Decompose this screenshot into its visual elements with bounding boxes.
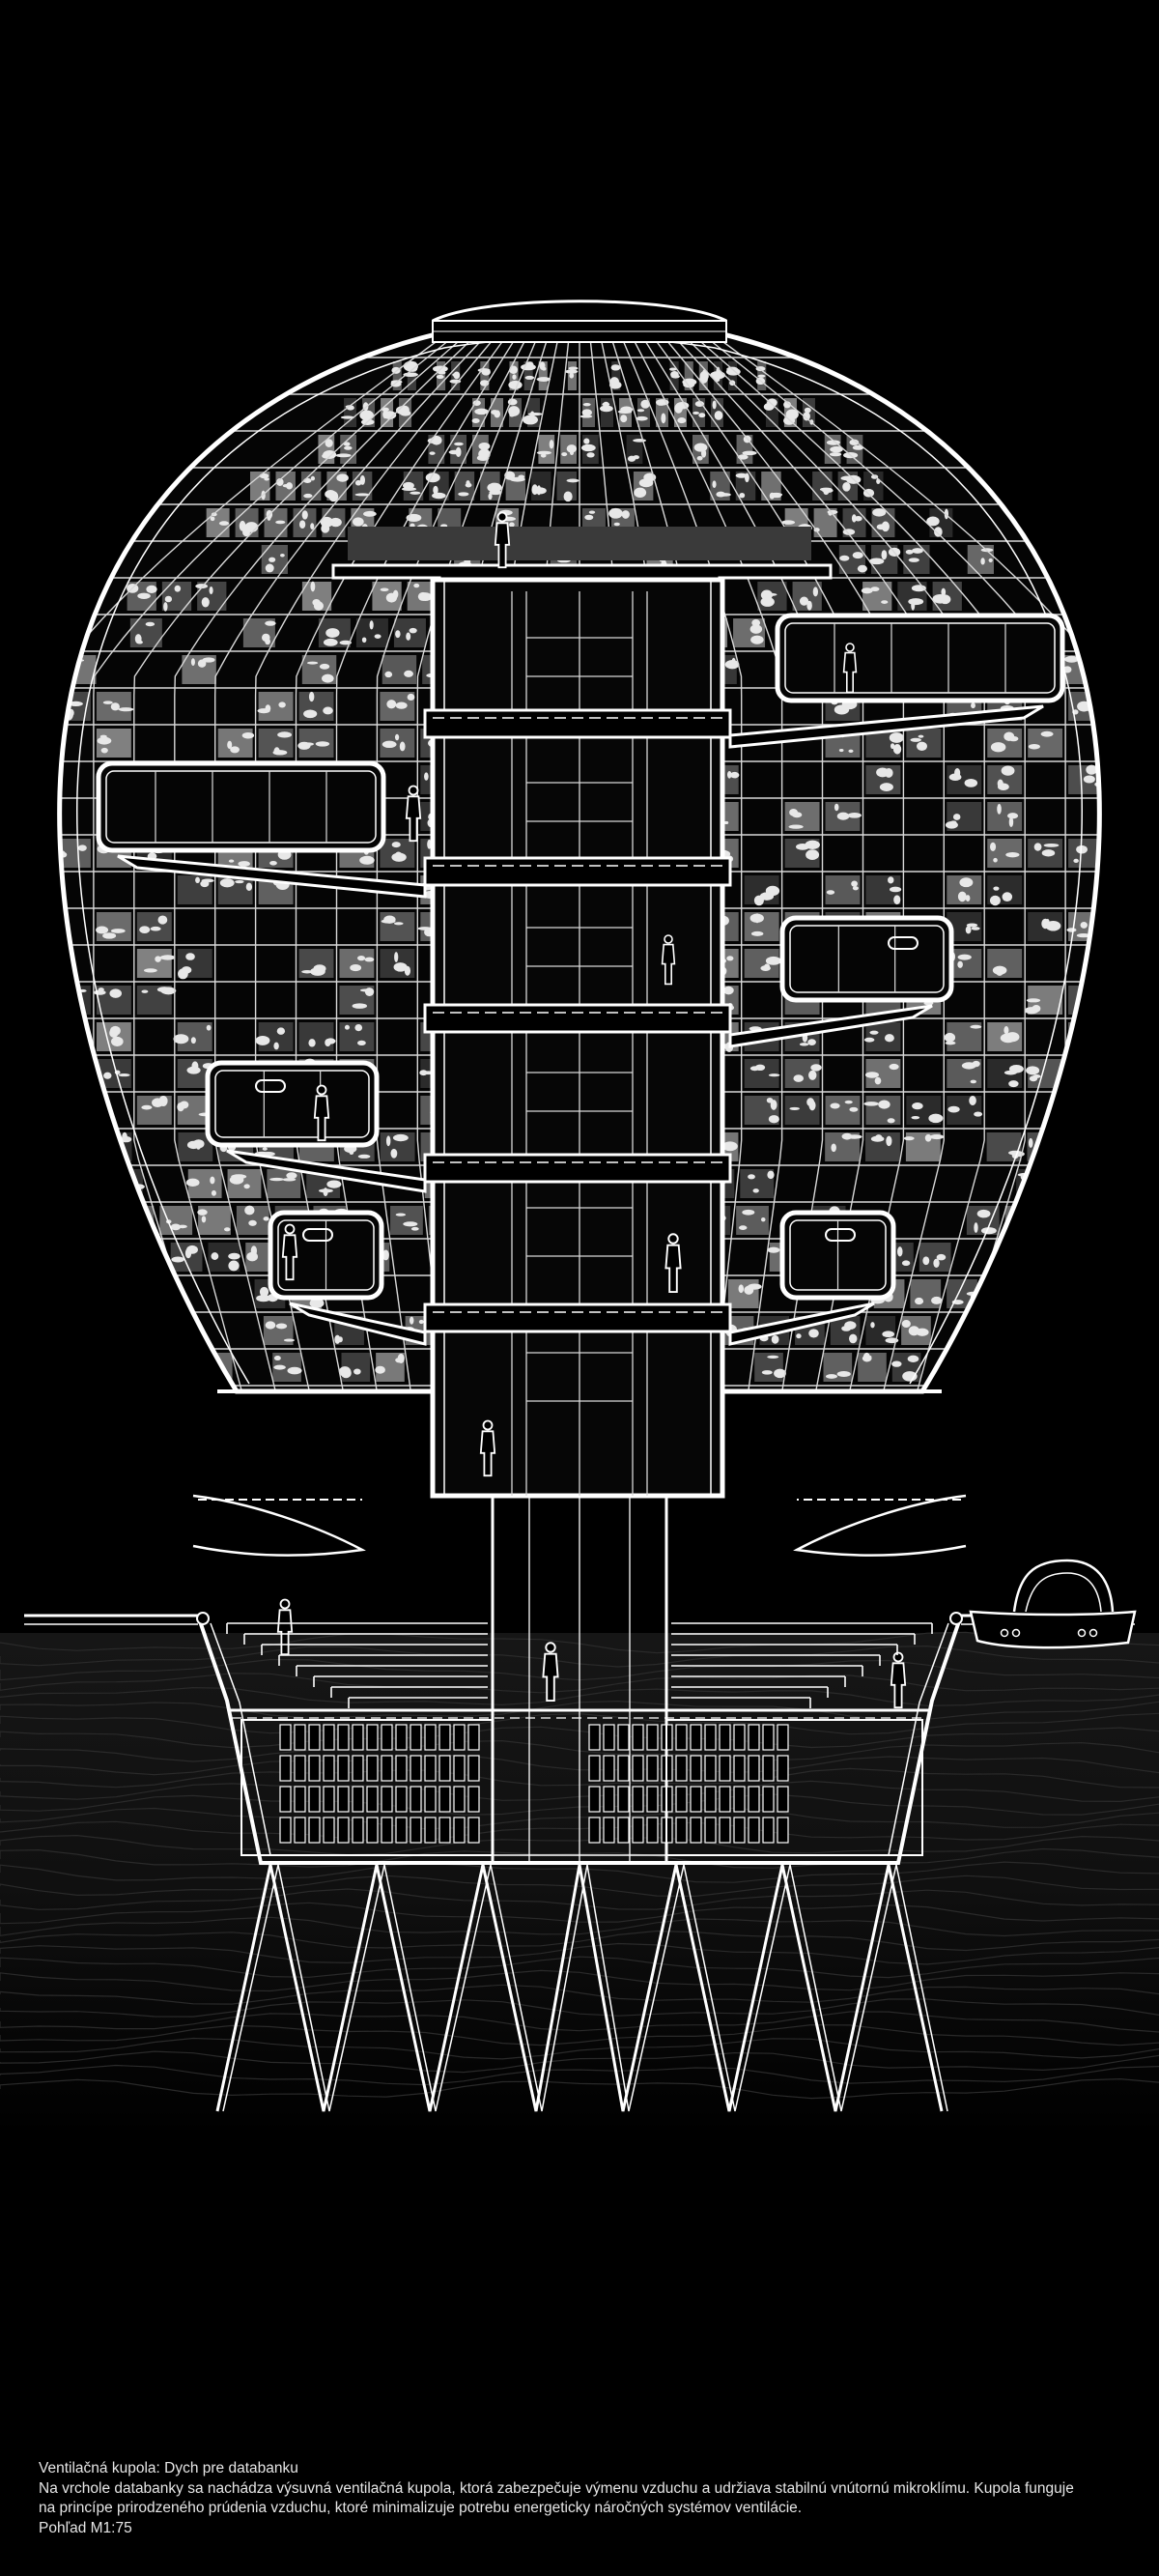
central-core (423, 577, 732, 1499)
boat (969, 1559, 1137, 1649)
caption: Ventilačná kupola: Dych pre databanku Na… (39, 2459, 1140, 2538)
caption-title: Ventilačná kupola: Dych pre databanku (39, 2460, 298, 2476)
base-hull (24, 1494, 1135, 1865)
caption-description-line-1: Na vrchole databanky sa nachádza výsuvná… (39, 2479, 1074, 2497)
retractable-cap (432, 300, 727, 343)
caption-description-line-2: na princípe prirodzeného prúdenia vzduch… (39, 2500, 803, 2516)
anchor-legs (215, 1864, 948, 2112)
people (276, 511, 907, 1709)
caption-scale: Pohľad M1:75 (39, 2519, 132, 2536)
